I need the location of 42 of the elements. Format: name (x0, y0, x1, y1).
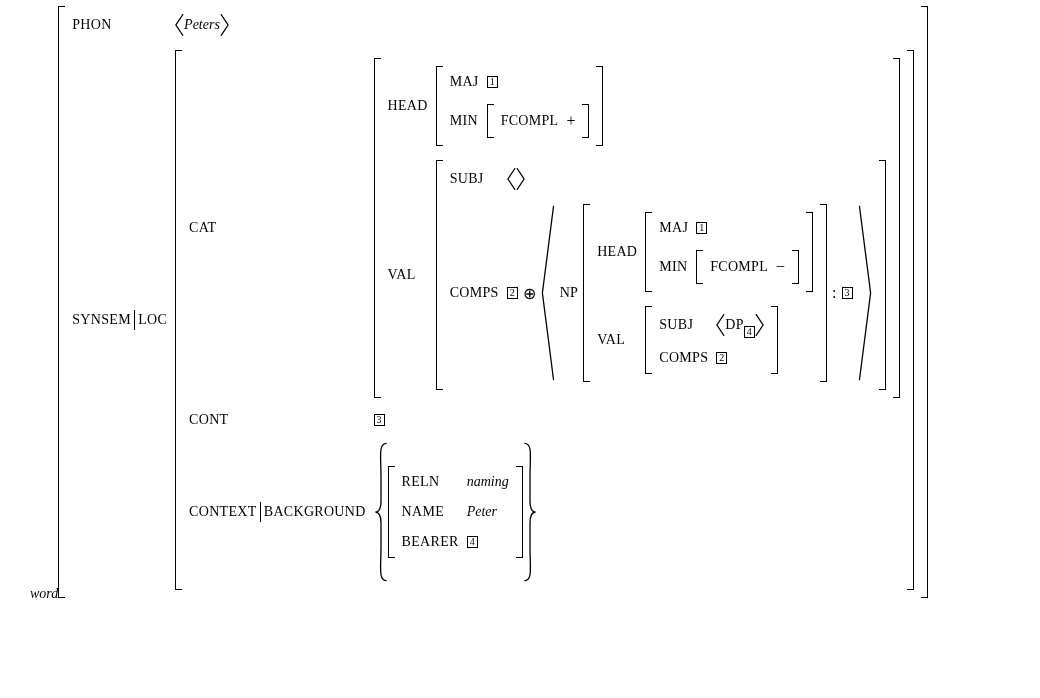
feature-name: COMPS (449, 285, 499, 301)
symbol: + (566, 112, 576, 130)
feature-name: CAT (189, 220, 217, 236)
tag-box: 3 (373, 414, 385, 426)
feature-name: MAJ (659, 220, 689, 236)
feature-name: BACKGROUND (263, 504, 366, 520)
value-text: naming (466, 474, 509, 490)
feature-name: VAL (387, 267, 416, 283)
tag-box: 4 (466, 536, 478, 548)
feature-name: MIN (659, 259, 688, 275)
symbol: − (776, 258, 786, 276)
feature-name: HEAD (387, 98, 428, 114)
feature-name: COMPS (659, 350, 709, 366)
tag-box: 1 (696, 222, 708, 234)
value-text: word (30, 586, 59, 602)
symbol: ⊕ (522, 283, 536, 303)
feature-name: FCOMPL (500, 113, 559, 129)
feature-name: VAL (597, 332, 626, 348)
feature-name: LOC (138, 312, 168, 328)
feature-name: CONTEXT (189, 504, 257, 520)
value-text: Peters (184, 17, 220, 33)
tag-box: 2 (716, 352, 728, 364)
feature-name: MAJ (449, 74, 479, 90)
symbol: : (832, 284, 837, 302)
feature-name: SUBJ (659, 317, 694, 333)
feature-name: CONT (189, 412, 229, 428)
feature-name: FCOMPL (710, 259, 768, 275)
tag-box: 1 (486, 76, 498, 88)
feature-name: NAME (401, 504, 445, 520)
feature-name: BEARER (401, 534, 459, 550)
feature-name: SYNSEM (72, 312, 131, 328)
feature-name: PHON (72, 17, 112, 33)
value-text: Peter (466, 504, 497, 520)
tag-box: 4 (743, 326, 755, 338)
feature-name: NP (559, 285, 579, 301)
feature-name: DP (725, 317, 744, 333)
feature-name: MIN (449, 113, 478, 129)
tag-box: 3 (841, 287, 853, 299)
feature-name: RELN (401, 474, 440, 490)
tag-box: 2 (506, 287, 518, 299)
feature-name: SUBJ (449, 171, 484, 187)
feature-name: HEAD (597, 244, 638, 260)
